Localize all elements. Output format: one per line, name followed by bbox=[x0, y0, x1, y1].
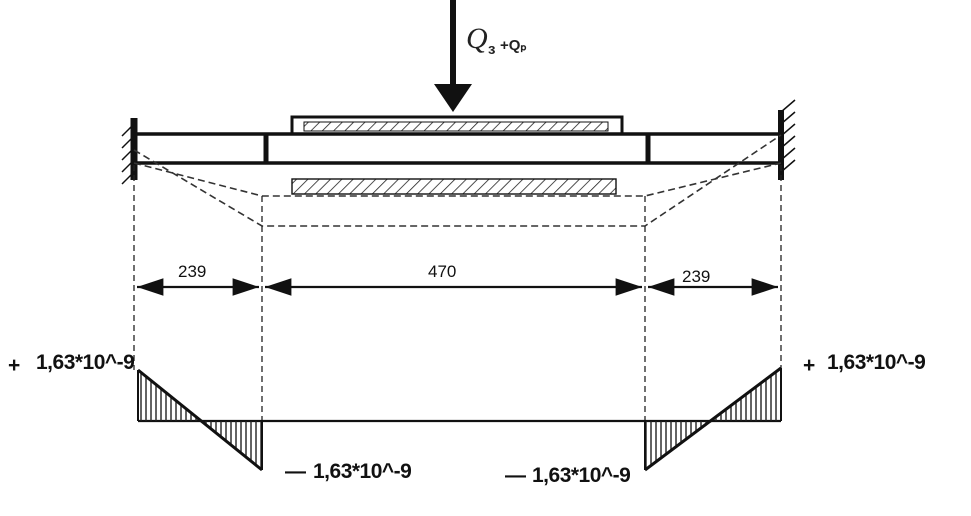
dimension-left-label: 239 bbox=[178, 262, 206, 281]
left-support bbox=[121, 118, 138, 185]
beam bbox=[134, 132, 781, 165]
load-plate-hatching bbox=[303, 121, 609, 132]
right-diagram bbox=[644, 366, 782, 472]
deflection-curve bbox=[133, 134, 782, 227]
left-bottom-sign: — bbox=[285, 460, 306, 483]
left-diagram bbox=[137, 368, 263, 472]
right-top-sign: + bbox=[803, 354, 815, 377]
left-top-value: 1,63*10^-9 bbox=[36, 351, 134, 374]
right-top-value: 1,63*10^-9 bbox=[827, 351, 925, 374]
load-arrow bbox=[434, 0, 472, 112]
left-bottom-value: 1,63*10^-9 bbox=[313, 460, 411, 483]
lower-plate bbox=[291, 178, 617, 195]
left-top-sign: + bbox=[8, 354, 20, 377]
right-bottom-value: 1,63*10^-9 bbox=[532, 464, 630, 487]
dimension-right-label: 239 bbox=[682, 267, 710, 286]
right-support bbox=[778, 99, 796, 180]
projection-lines bbox=[133, 165, 782, 468]
load-label-subscript: з bbox=[488, 41, 495, 58]
load-label-rest: +Qₚ bbox=[500, 37, 527, 54]
right-bottom-sign: — bbox=[505, 464, 526, 487]
dimension-middle-label: 470 bbox=[428, 262, 456, 281]
load-label-symbol: Q bbox=[466, 22, 488, 55]
